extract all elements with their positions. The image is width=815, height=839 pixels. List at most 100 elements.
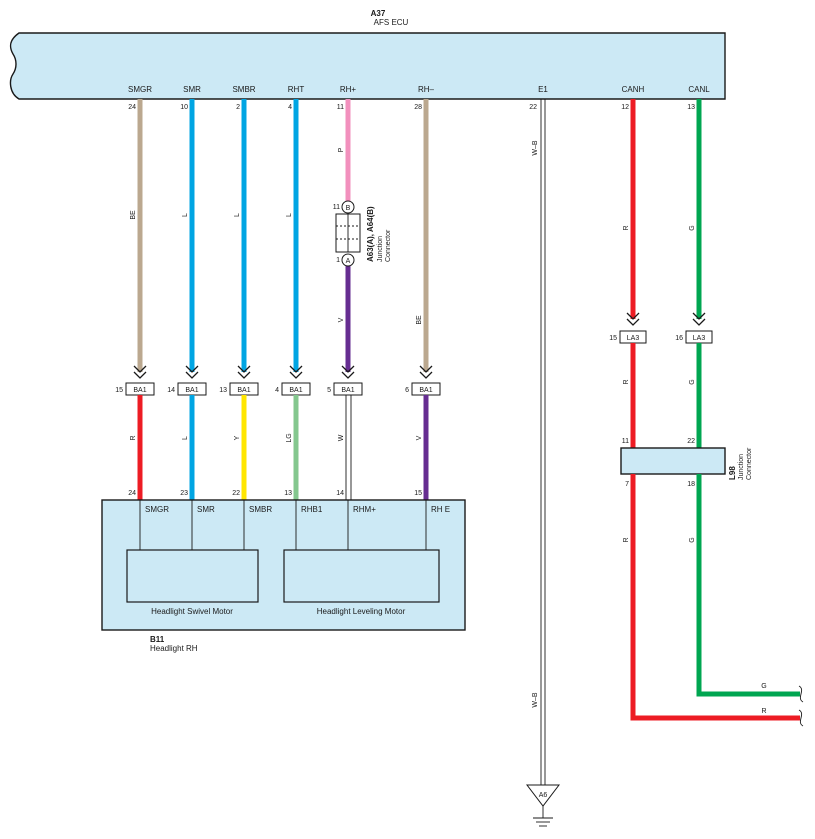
l98-type-line2: Connector: [746, 447, 753, 480]
headlight-pin-label: SMR: [197, 505, 215, 514]
la3-pin: 15: [609, 335, 617, 342]
junction-name: A63(A), A64(B): [366, 206, 375, 262]
ecu-pin-number: 13: [687, 104, 695, 111]
ecu-pin-label: RH+: [340, 85, 357, 94]
la3-connector-canl: LA3 16: [675, 312, 713, 344]
wire-code: L: [234, 213, 241, 217]
junction-pin-a-label: A: [346, 258, 351, 265]
la3-pin: 16: [675, 335, 683, 342]
lower-wire-codes: R L Y LG W V: [130, 433, 423, 442]
junction-connector-l98: 11 22 7 18 L98 Junction Connector: [620, 438, 753, 488]
wire-code: R: [623, 379, 630, 384]
ba1-pin: 5: [327, 387, 331, 394]
ecu-pin-number: 12: [621, 104, 629, 111]
junction-num-bottom: 1: [336, 257, 340, 264]
headlight-pin-number: 24: [128, 490, 136, 497]
junction-pin-b: [341, 200, 355, 214]
wire-code: V: [338, 317, 345, 322]
leveling-motor-box: [283, 549, 440, 603]
exit-code-canl: G: [761, 683, 766, 690]
wire-code: P: [338, 147, 345, 152]
wire-break-marks: [798, 685, 804, 727]
ecu-pin-label: SMR: [183, 85, 201, 94]
junction-num-top: 11: [333, 204, 340, 211]
l98-pin: 18: [687, 481, 695, 488]
headlight-id: B11: [150, 635, 165, 644]
headlight-pin-label: SMBR: [249, 505, 272, 514]
ecu-pin-label: CANH: [622, 85, 645, 94]
upper-wire-codes: BE L L L P V BE W–B R G: [130, 140, 696, 325]
headlight-pin-label: RHB1: [301, 505, 323, 514]
ecu-pin-number: 24: [128, 104, 136, 111]
junction-connector-a63-a64: B A 11 1 A63(A), A64(B) Junction Connect…: [333, 200, 392, 267]
ba1-connector: BA1 6: [405, 365, 441, 396]
ground-wire-code: W–B: [532, 692, 539, 708]
junction-pin-b-label: B: [346, 205, 351, 212]
wire-code: Y: [234, 435, 241, 440]
wire-canl-lower: [696, 474, 800, 697]
headlight-pin-numbers: 24 23 22 13 14 15: [128, 490, 422, 497]
headlight-pin-label: RHM+: [353, 505, 376, 514]
ecu-pin-label: RHT: [288, 85, 305, 94]
la3-label: LA3: [627, 335, 640, 342]
swivel-motor-box: [126, 549, 259, 603]
ba1-pin: 4: [275, 387, 279, 394]
ecu-pin-number: 2: [236, 104, 240, 111]
wire-code: BE: [130, 210, 137, 220]
wire-code: W–B: [532, 140, 539, 156]
ground-label: A6: [539, 792, 548, 799]
ecu-pin-label: CANL: [688, 85, 710, 94]
ecu-pin-number: 10: [180, 104, 188, 111]
ecu-pin-number: 28: [414, 104, 422, 111]
ba1-connector-row: BA1 15 BA1 14 BA1 13 BA1 4 BA1 5: [115, 365, 441, 396]
headlight-pin-number: 22: [232, 490, 240, 497]
ground-symbol: A6: [525, 784, 561, 827]
ba1-label: BA1: [419, 387, 432, 394]
wire-rhp-lower: [345, 395, 352, 500]
wire-code: G: [689, 537, 696, 542]
ba1-pin: 13: [219, 387, 227, 394]
wire-code: R: [130, 435, 137, 440]
swivel-motor-label: Headlight Swivel Motor: [151, 607, 233, 616]
wire-code: L: [182, 213, 189, 217]
ba1-pin: 6: [405, 387, 409, 394]
l98-pin: 11: [622, 438, 629, 445]
headlight-pin-label: RH E: [431, 505, 450, 514]
ba1-pin: 15: [115, 387, 123, 394]
ba1-connector: BA1 14: [167, 365, 207, 396]
ecu-pin-label: RH–: [418, 85, 435, 94]
junction-type-line1: Junction: [377, 236, 384, 262]
wire-code: L: [182, 436, 189, 440]
ba1-connector: BA1 4: [275, 365, 311, 396]
la3-connector-canh: LA3 15: [609, 312, 647, 344]
leveling-motor-label: Headlight Leveling Motor: [317, 607, 406, 616]
ecu-pin-label: SMGR: [128, 85, 152, 94]
ba1-label: BA1: [237, 387, 250, 394]
wire-code: LG: [286, 433, 293, 442]
l98-pin: 22: [687, 438, 695, 445]
ecu-name: AFS ECU: [374, 18, 409, 27]
ecu-pin-number: 22: [529, 104, 537, 111]
l98-name: L98: [728, 466, 737, 480]
ecu-pin-label: E1: [538, 85, 548, 94]
ecu-pin-numbers: 24 10 2 4 11 28 22 12 13: [128, 104, 695, 111]
wire-code: V: [416, 435, 423, 440]
ba1-connector: BA1 15: [115, 365, 155, 396]
headlight-pin-number: 14: [336, 490, 344, 497]
exit-code-canh: R: [761, 708, 766, 715]
ba1-label: BA1: [185, 387, 198, 394]
ecu-id: A37: [371, 9, 386, 18]
junction-type-line2: Connector: [385, 229, 392, 262]
headlight-pin-label: SMGR: [145, 505, 169, 514]
ecu-pin-label: SMBR: [232, 85, 255, 94]
junction-pin-a: [341, 253, 355, 267]
ecu-pin-number: 4: [288, 104, 292, 111]
la3-label: LA3: [693, 335, 706, 342]
wire-code: R: [623, 225, 630, 230]
wire-code: L: [286, 213, 293, 217]
headlight-pin-number: 23: [180, 490, 188, 497]
headlight-pin-number: 13: [284, 490, 292, 497]
wire-code: G: [689, 379, 696, 384]
wire-code: W: [338, 434, 345, 441]
